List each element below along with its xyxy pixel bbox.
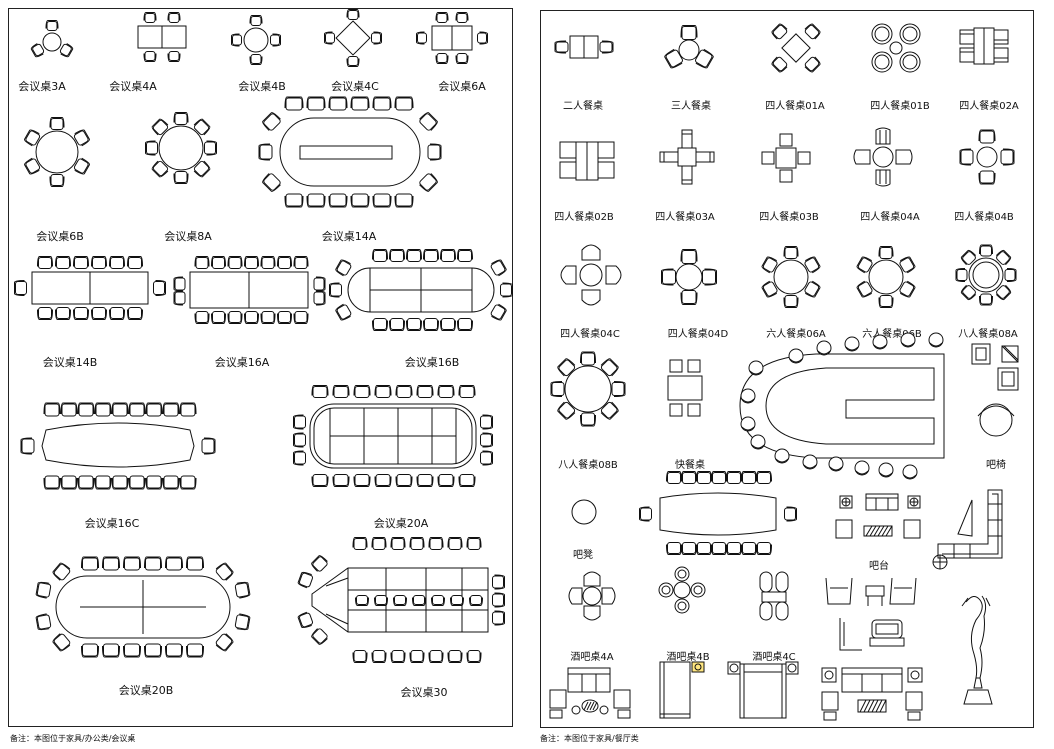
table-label: 会议桌16A bbox=[214, 356, 270, 369]
dining-4-03b bbox=[758, 130, 814, 186]
table-label: 会议桌20B bbox=[118, 684, 174, 697]
item-label: 四人餐桌04C bbox=[560, 329, 620, 340]
bar-table-4c bbox=[756, 570, 792, 622]
table-label: 会议桌8A bbox=[164, 230, 212, 243]
table-20a bbox=[292, 382, 494, 490]
item-label: 吧椅 bbox=[986, 460, 1006, 471]
table-6b bbox=[22, 117, 92, 187]
bar-sofa-set bbox=[832, 490, 922, 546]
table-label: 会议桌30 bbox=[400, 686, 448, 699]
item-label: 吧台 bbox=[869, 561, 889, 572]
boat-table-right bbox=[636, 468, 800, 558]
dining-8a bbox=[955, 244, 1017, 306]
item-label: 酒吧桌4A bbox=[570, 652, 614, 663]
dining-6b bbox=[855, 246, 917, 308]
right-panel-note: 备注：本图位于家具/餐厅类 bbox=[540, 734, 639, 743]
sofa-set-d bbox=[818, 664, 928, 724]
table-4a bbox=[134, 10, 190, 66]
table-label: 会议桌16B bbox=[404, 356, 460, 369]
dining-4-04b bbox=[958, 128, 1016, 186]
dining-3a bbox=[665, 26, 713, 74]
table-label: 会议桌4C bbox=[331, 80, 379, 93]
item-label: 四人餐桌01B bbox=[870, 101, 930, 112]
left-panel-note: 备注：本图位于家具/办公类/会议桌 bbox=[10, 734, 136, 743]
table-4b bbox=[230, 14, 282, 66]
dining-2a bbox=[556, 32, 612, 64]
table-14a bbox=[254, 96, 446, 210]
table-label: 会议桌6B bbox=[36, 230, 84, 243]
lounge-set bbox=[820, 574, 920, 660]
item-label: 四人餐桌04B bbox=[954, 212, 1014, 223]
item-label: 四人餐桌02A bbox=[959, 101, 1019, 112]
sofa-set-b bbox=[656, 658, 710, 722]
table-label: 会议桌14B bbox=[42, 356, 98, 369]
table-14b bbox=[14, 256, 166, 332]
table-8a bbox=[145, 112, 217, 184]
item-label: 二人餐桌 bbox=[563, 101, 603, 112]
table-label: 会议桌16C bbox=[84, 517, 140, 530]
table-4c bbox=[325, 10, 381, 66]
table-16c bbox=[18, 398, 218, 494]
bar-counter bbox=[726, 334, 954, 478]
item-label: 八人餐桌08A bbox=[958, 329, 1018, 340]
dining-4-04c bbox=[556, 240, 626, 310]
table-16a bbox=[174, 256, 330, 332]
table-16b bbox=[332, 248, 510, 334]
dining-6a bbox=[760, 246, 822, 308]
item-label: 四人餐桌03B bbox=[759, 212, 819, 223]
item-label: 八人餐桌08B bbox=[558, 460, 618, 471]
item-label: 六人餐桌06B bbox=[862, 329, 922, 340]
deer-statue bbox=[956, 592, 996, 710]
dining-4-02b bbox=[558, 136, 616, 186]
item-label: 酒吧桌4B bbox=[666, 652, 710, 663]
fast-food-table bbox=[664, 358, 706, 418]
item-label: 四人餐桌04A bbox=[860, 212, 920, 223]
item-label: 三人餐桌 bbox=[671, 101, 711, 112]
bar-table-4b bbox=[658, 566, 706, 614]
item-label: 四人餐桌03A bbox=[655, 212, 715, 223]
item-label: 吧凳 bbox=[573, 550, 593, 561]
table-label: 会议桌14A bbox=[321, 230, 377, 243]
dining-4-04a bbox=[852, 126, 914, 188]
table-6a bbox=[414, 10, 490, 66]
corner-sofa bbox=[928, 486, 1024, 570]
dining-4-03a bbox=[658, 128, 716, 186]
table-label: 会议桌4A bbox=[109, 80, 157, 93]
dining-4-02a bbox=[958, 22, 1010, 70]
dining-4-01b bbox=[868, 20, 924, 76]
sofa-set-a bbox=[546, 664, 642, 720]
item-label: 四人餐桌02B bbox=[554, 212, 614, 223]
bar-chair-group bbox=[966, 340, 1026, 444]
item-label: 快餐桌 bbox=[675, 460, 705, 471]
sofa-set-c bbox=[726, 658, 800, 722]
table-label: 会议桌6A bbox=[438, 80, 486, 93]
dining-8b bbox=[551, 352, 625, 426]
bar-table-4a bbox=[568, 566, 616, 626]
item-label: 四人餐桌01A bbox=[765, 101, 825, 112]
item-label: 六人餐桌06A bbox=[766, 329, 826, 340]
table-3a bbox=[29, 19, 75, 65]
table-label: 会议桌4B bbox=[238, 80, 286, 93]
table-20b bbox=[30, 552, 256, 662]
item-label: 四人餐桌04D bbox=[667, 329, 729, 340]
dining-4-04d bbox=[662, 250, 716, 304]
dining-4-01a bbox=[766, 18, 826, 78]
table-label: 会议桌3A bbox=[18, 80, 66, 93]
bar-stool bbox=[568, 496, 600, 528]
table-30 bbox=[290, 534, 504, 666]
table-label: 会议桌20A bbox=[373, 517, 429, 530]
item-label: 酒吧桌4C bbox=[752, 652, 796, 663]
